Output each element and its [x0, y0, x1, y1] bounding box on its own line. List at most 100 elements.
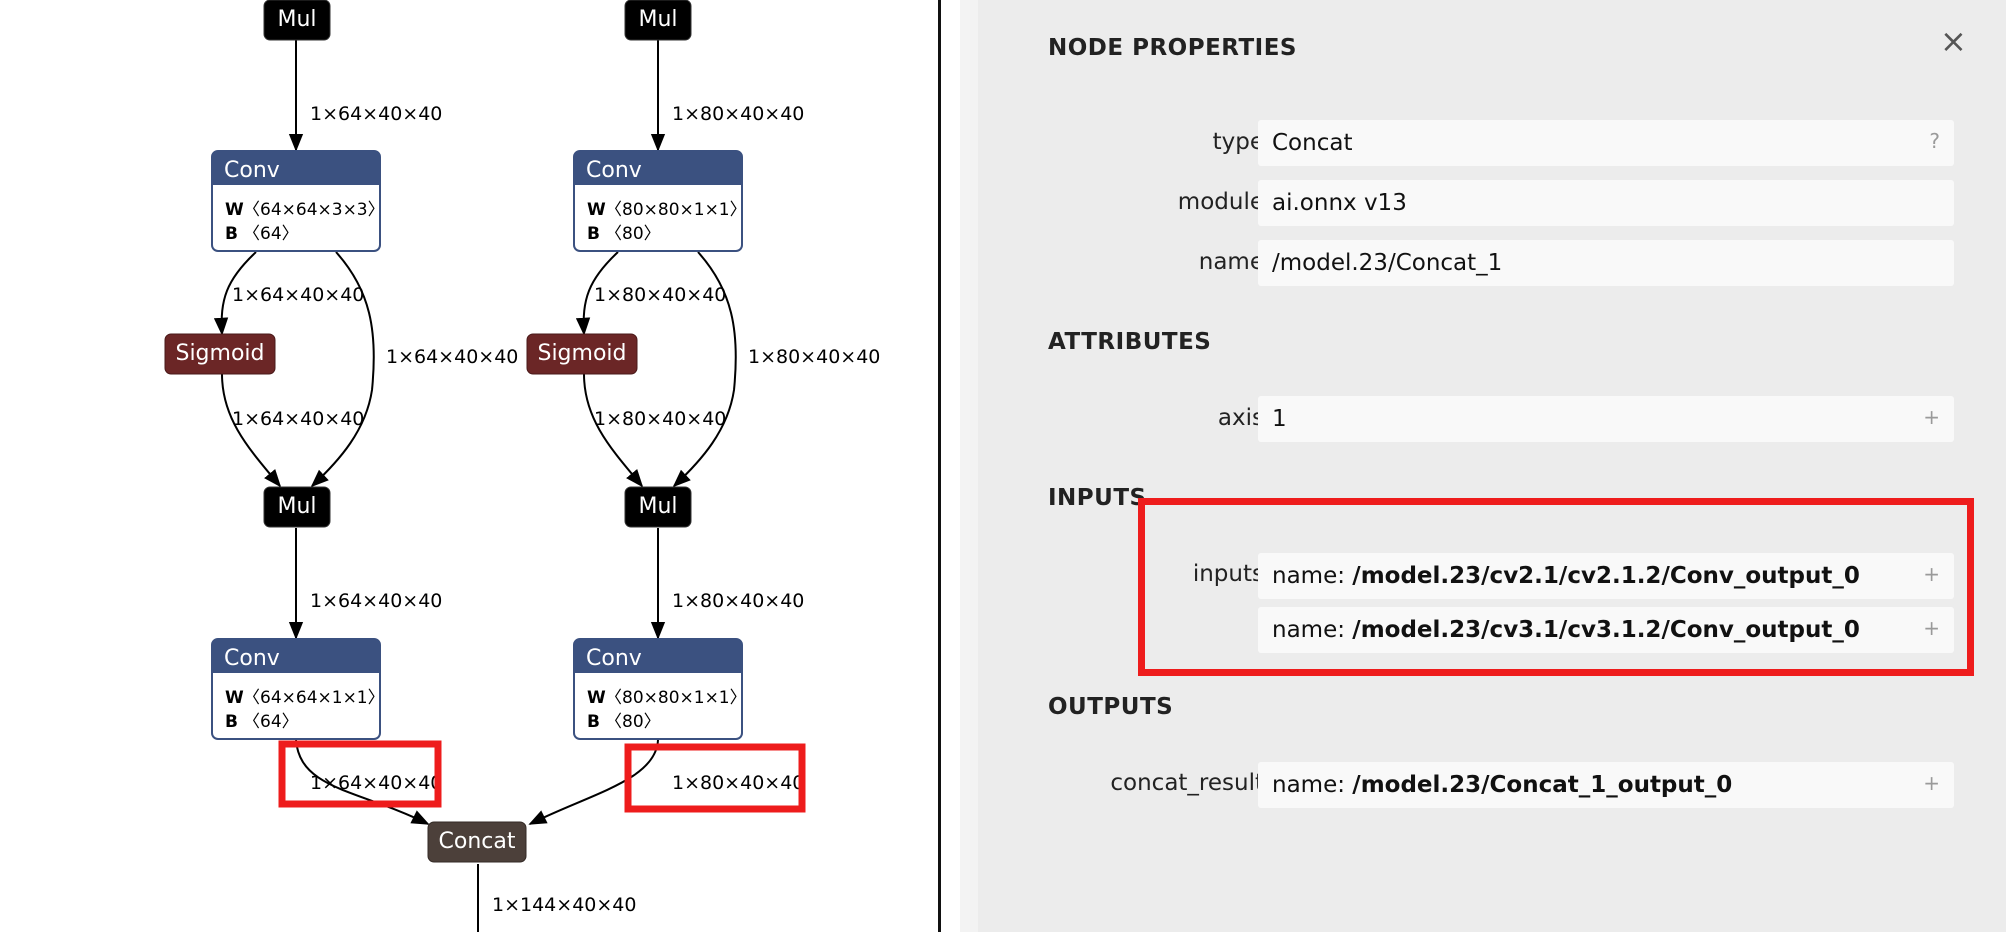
node-properties-panel: × NODE PROPERTIES type Concat ? module a…	[978, 0, 2006, 932]
node-mul-top-right[interactable]: Mul	[624, 0, 692, 41]
axis-field[interactable]: 1 +	[1258, 396, 1954, 442]
module-field: ai.onnx v13	[1258, 180, 1954, 226]
svg-text:Conv: Conv	[224, 158, 280, 183]
expand-icon[interactable]: +	[1923, 616, 1940, 640]
label-r-conv-mul: 1×80×40×40	[748, 346, 880, 368]
edges-left	[213, 40, 430, 825]
node-properties-title: NODE PROPERTIES	[1048, 35, 1297, 61]
edge-labels: 1×64×40×40 1×64×40×40 1×64×40×40 1×64×40…	[232, 103, 880, 916]
node-conv2-right[interactable]: Conv W 〈80×80×1×1〉 B 〈80〉	[573, 638, 747, 740]
axis-value: 1	[1272, 406, 1287, 432]
panel-scrollbar[interactable]	[960, 0, 980, 932]
label-concat-out: 1×144×40×40	[492, 894, 636, 916]
svg-text:Mul: Mul	[638, 7, 677, 32]
label-r-conv-sig: 1×80×40×40	[594, 284, 726, 306]
svg-text:B: B	[225, 712, 238, 732]
help-icon[interactable]: ?	[1929, 129, 1940, 153]
input-field-1[interactable]: name: /model.23/cv2.1/cv2.1.2/Conv_outpu…	[1258, 553, 1954, 599]
svg-text:Sigmoid: Sigmoid	[537, 341, 626, 366]
edge-l-conv-sig	[213, 251, 257, 336]
name-label: name	[1198, 249, 1264, 275]
edge-l-conv2-concat	[295, 739, 430, 825]
node-conv2-left[interactable]: Conv W 〈64×64×1×1〉 B 〈64〉	[211, 638, 385, 740]
svg-text:〈80×80×1×1〉: 〈80×80×1×1〉	[605, 200, 747, 220]
module-label: module	[1177, 189, 1264, 215]
svg-text:B: B	[587, 712, 600, 732]
output-field[interactable]: name: /model.23/Concat_1_output_0 +	[1258, 762, 1954, 808]
outputs-title: OUTPUTS	[1048, 694, 1174, 720]
node-conv1-right[interactable]: Conv W 〈80×80×1×1〉 B 〈80〉	[573, 150, 747, 252]
edge-r-sig-mul	[583, 373, 644, 488]
svg-text:W: W	[587, 200, 606, 220]
svg-text:Mul: Mul	[277, 7, 316, 32]
edges-right	[477, 40, 737, 932]
node-mul-mid-left[interactable]: Mul	[263, 486, 331, 528]
output-value: /model.23/Concat_1_output_0	[1352, 772, 1733, 798]
svg-text:Mul: Mul	[277, 494, 316, 519]
label-r-sig-mul: 1×80×40×40	[594, 408, 726, 430]
svg-text:Concat: Concat	[439, 829, 516, 854]
label-l-sig-mul: 1×64×40×40	[232, 408, 364, 430]
input-2-value: /model.23/cv3.1/cv3.1.2/Conv_output_0	[1352, 617, 1860, 643]
graph-canvas[interactable]: 1×64×40×40 1×64×40×40 1×64×40×40 1×64×40…	[0, 0, 940, 932]
svg-text:W: W	[225, 200, 244, 220]
node-concat[interactable]: Concat	[427, 821, 527, 863]
input-2-prefix: name:	[1272, 617, 1345, 643]
type-value: Concat	[1272, 130, 1353, 156]
label-r-mul-conv: 1×80×40×40	[672, 103, 804, 125]
highlight-box-right-edge	[624, 743, 806, 813]
node-conv1-left[interactable]: Conv W 〈64×64×3×3〉 B 〈64〉	[211, 150, 385, 252]
input-1-prefix: name:	[1272, 563, 1345, 589]
edge-r-conv2-concat	[528, 739, 659, 825]
svg-text:Mul: Mul	[638, 494, 677, 519]
axis-label: axis	[1217, 405, 1264, 431]
pane-divider[interactable]	[938, 0, 941, 932]
svg-text:〈64×64×3×3〉: 〈64×64×3×3〉	[243, 200, 385, 220]
type-field: Concat ?	[1258, 120, 1954, 166]
label-l-conv2-concat: 1×64×40×40	[310, 772, 442, 794]
expand-icon[interactable]: +	[1923, 771, 1940, 795]
node-sigmoid-left[interactable]: Sigmoid	[164, 333, 276, 375]
svg-text:B: B	[587, 224, 600, 244]
svg-text:Conv: Conv	[586, 158, 642, 183]
edge-r-conv-sig	[575, 251, 619, 336]
node-sigmoid-right[interactable]: Sigmoid	[526, 333, 638, 375]
svg-text:W: W	[225, 688, 244, 708]
name-value: /model.23/Concat_1	[1272, 250, 1503, 276]
attributes-title: ATTRIBUTES	[1048, 329, 1212, 355]
name-field: /model.23/Concat_1	[1258, 240, 1954, 286]
output-prefix: name:	[1272, 772, 1345, 798]
input-1-value: /model.23/cv2.1/cv2.1.2/Conv_output_0	[1352, 563, 1860, 589]
inputs-label: inputs	[1192, 561, 1264, 587]
node-mul-top-left[interactable]: Mul	[263, 0, 331, 41]
label-l-mul-conv: 1×64×40×40	[310, 103, 442, 125]
expand-icon[interactable]: +	[1923, 562, 1940, 586]
svg-text:〈64〉: 〈64〉	[243, 224, 299, 244]
label-l-conv-mul: 1×64×40×40	[386, 346, 518, 368]
graph-svg: 1×64×40×40 1×64×40×40 1×64×40×40 1×64×40…	[164, 0, 880, 932]
svg-text:Conv: Conv	[586, 646, 642, 671]
label-l-conv-sig: 1×64×40×40	[232, 284, 364, 306]
inputs-title: INPUTS	[1048, 485, 1147, 511]
svg-text:〈80×80×1×1〉: 〈80×80×1×1〉	[605, 688, 747, 708]
svg-text:Conv: Conv	[224, 646, 280, 671]
highlight-box-left-edge	[278, 740, 442, 808]
input-field-2[interactable]: name: /model.23/cv3.1/cv3.1.2/Conv_outpu…	[1258, 607, 1954, 653]
svg-text:Sigmoid: Sigmoid	[175, 341, 264, 366]
label-r-conv2-concat: 1×80×40×40	[672, 772, 804, 794]
svg-text:〈64×64×1×1〉: 〈64×64×1×1〉	[243, 688, 385, 708]
expand-icon[interactable]: +	[1923, 405, 1940, 429]
edge-l-sig-mul	[221, 373, 282, 488]
highlight-box-inputs	[1138, 498, 1974, 676]
type-label: type	[1212, 129, 1264, 155]
svg-text:〈80〉: 〈80〉	[605, 712, 661, 732]
node-mul-mid-right[interactable]: Mul	[624, 486, 692, 528]
close-icon[interactable]: ×	[1940, 22, 1967, 60]
edge-r-conv-mul	[672, 251, 737, 488]
svg-text:〈64〉: 〈64〉	[243, 712, 299, 732]
output-label: concat_result	[1110, 770, 1264, 796]
svg-text:〈80〉: 〈80〉	[605, 224, 661, 244]
label-r-mul-conv2: 1×80×40×40	[672, 590, 804, 612]
svg-text:B: B	[225, 224, 238, 244]
module-value: ai.onnx v13	[1272, 190, 1407, 216]
